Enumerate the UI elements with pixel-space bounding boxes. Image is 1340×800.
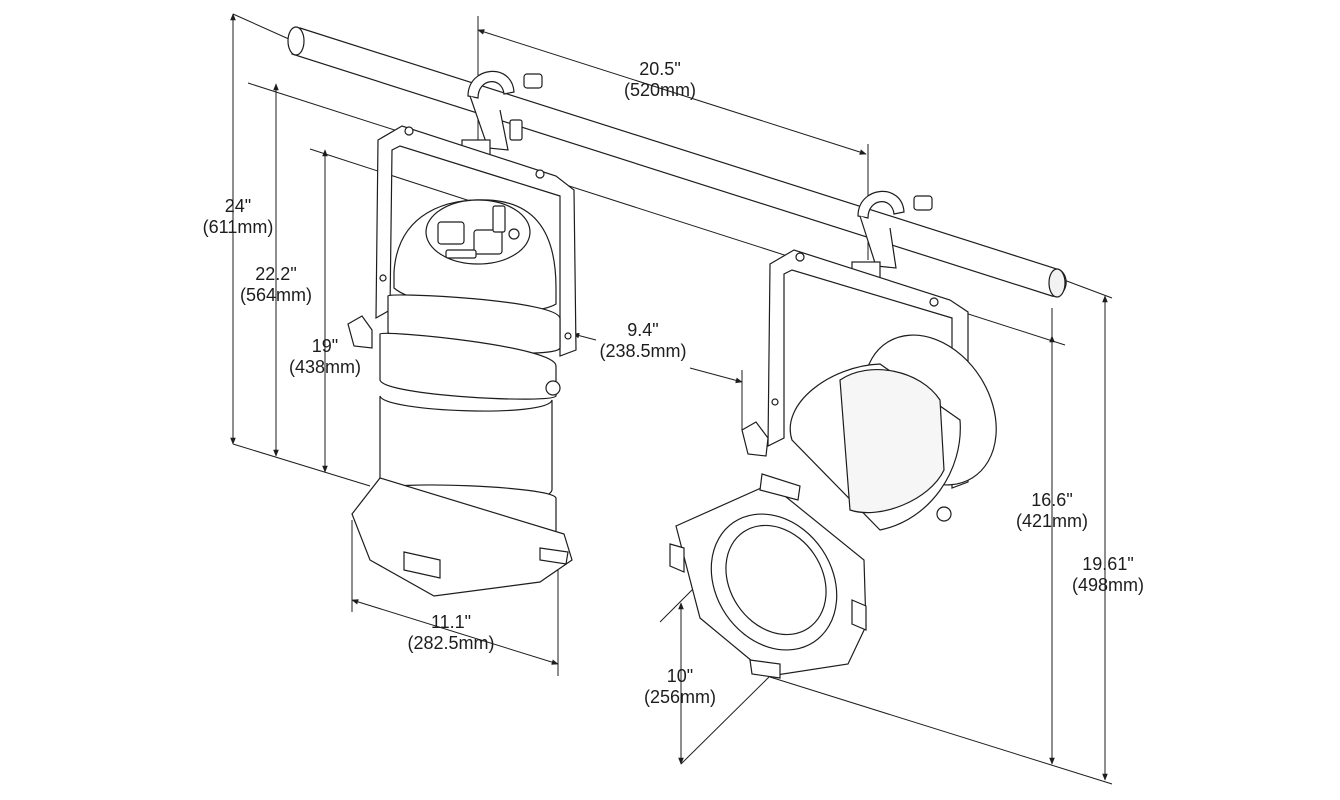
pipe-end-left	[287, 26, 305, 56]
ext-line-bottom	[232, 443, 371, 487]
clamp-2-body	[859, 215, 897, 269]
yoke-2-hole-right	[929, 297, 939, 307]
fixture-2-tilt-knob	[741, 421, 769, 457]
label-yoke-height: 22.2" (564mm)	[231, 264, 321, 306]
fixture-1-tilt-knob	[347, 315, 373, 349]
fixture-2-cooling-ring	[839, 369, 945, 514]
yoke-1-bolt-left	[379, 274, 387, 282]
ext-line-lens-diag	[680, 675, 771, 765]
label-overall-height-inch: 24"	[224, 196, 252, 216]
fixture-tilted	[669, 190, 997, 679]
yoke-1-bolt-right	[564, 332, 572, 340]
label-lens-diameter-mm: (256mm)	[643, 687, 716, 707]
ext-line-body-top	[309, 148, 499, 211]
clamp-2-jaw	[857, 190, 905, 219]
clamp-1-jaw	[467, 70, 515, 99]
fixture-1-button	[508, 228, 520, 240]
ext-line-floor	[769, 676, 1113, 785]
fixture-1-connector-a	[437, 221, 465, 245]
fixture-2-lens-inner	[725, 524, 827, 636]
label-yoke-depth-inch: 9.4"	[627, 320, 659, 340]
label-body-height-inch: 19"	[311, 336, 339, 356]
fixture-2-pivot	[936, 506, 952, 522]
label-tilt-height: 16.6" (421mm)	[1004, 490, 1100, 532]
dim-line-barndoor-width	[351, 599, 559, 665]
label-tilt-total-mm: (498mm)	[1071, 575, 1144, 595]
clamp-1-knob	[523, 73, 543, 89]
label-pipe-width: 20.5" (520mm)	[612, 59, 708, 101]
clamp-1-body	[469, 95, 509, 151]
label-yoke-depth: 9.4" (238.5mm)	[590, 320, 696, 362]
label-yoke-depth-mm: (238.5mm)	[599, 341, 687, 361]
label-tilt-height-mm: (421mm)	[1015, 511, 1088, 531]
label-pipe-width-mm: (520mm)	[623, 80, 696, 100]
fixture-2-latch-bottom	[749, 659, 781, 679]
clamp-1-tab	[509, 119, 523, 141]
dim-line-pipe-width	[477, 29, 867, 155]
fixture-1-gland	[492, 205, 506, 233]
label-yoke-height-inch: 22.2"	[255, 264, 297, 284]
label-pipe-width-inch: 20.5"	[639, 59, 681, 79]
pipe-end-right	[1048, 268, 1066, 298]
label-barndoor-width-mm: (282.5mm)	[407, 633, 495, 653]
dimension-lines	[230, 13, 1113, 785]
fixture-1-connector-b	[473, 229, 503, 255]
label-overall-height: 24" (611mm)	[193, 196, 283, 238]
ext-line-pipe-end	[1063, 279, 1113, 299]
dim-line-yoke-depth-a	[572, 332, 597, 341]
label-tilt-height-inch: 16.6"	[1031, 490, 1073, 510]
yoke-2-bolt-left	[771, 398, 779, 406]
yoke-1-hole-right	[535, 169, 545, 179]
label-lens-diameter: 10" (256mm)	[632, 666, 728, 708]
fixture-2-latch-top	[759, 473, 801, 501]
label-body-height-mm: (438mm)	[288, 357, 361, 377]
label-tilt-total: 19.61" (498mm)	[1060, 554, 1156, 596]
label-yoke-height-mm: (564mm)	[239, 285, 312, 305]
fixture-1-display	[445, 249, 477, 259]
fixture-2-latch-left	[669, 543, 685, 573]
fixture-1-latch	[403, 551, 441, 579]
label-overall-height-mm: (611mm)	[202, 217, 274, 237]
clamp-2-knob	[913, 195, 933, 211]
label-tilt-total-inch: 19.61"	[1082, 554, 1134, 574]
fixture-2-latch-right	[851, 599, 867, 631]
label-barndoor-width-inch: 11.1"	[430, 612, 472, 632]
yoke-1-hole-left	[404, 126, 414, 136]
label-lens-diameter-inch: 10"	[666, 666, 694, 686]
label-barndoor-width: 11.1" (282.5mm)	[398, 612, 504, 654]
fixture-vertical	[347, 70, 577, 597]
yoke-2-hole-left	[795, 252, 805, 262]
fixture-1-latch-right	[539, 547, 569, 565]
fixture-1-pivot	[545, 380, 561, 396]
dim-line-yoke-depth-b	[689, 367, 743, 384]
fixture-1-mid-ring	[379, 332, 557, 400]
label-body-height: 19" (438mm)	[280, 336, 370, 378]
